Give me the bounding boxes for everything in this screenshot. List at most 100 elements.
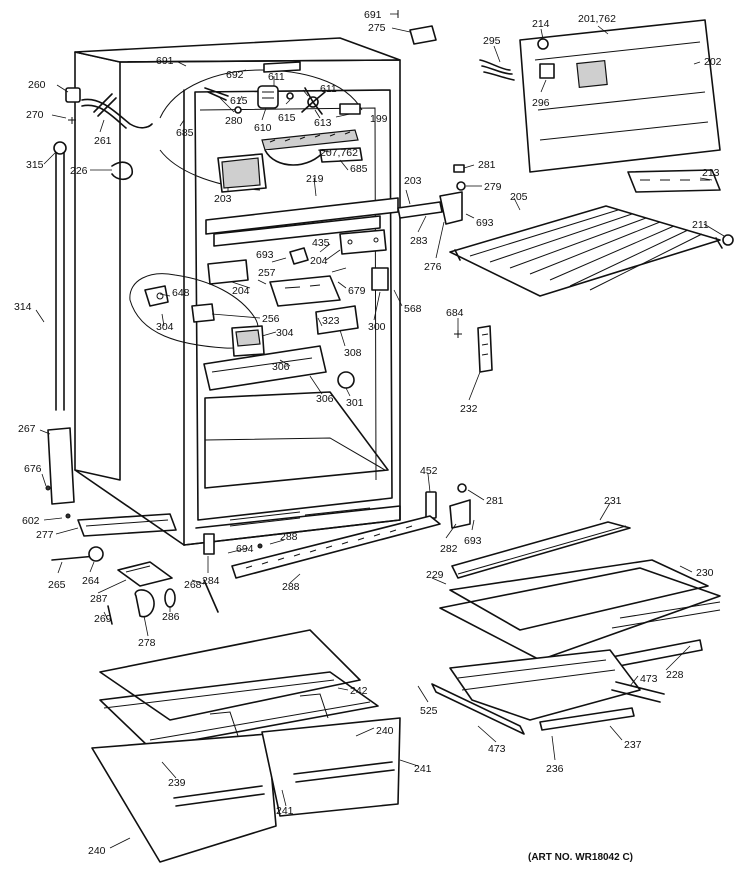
callout-label: 268 [184, 579, 202, 591]
glass-shelf [439, 521, 721, 683]
light-shield-panel [479, 19, 721, 193]
callout-label: 199 [370, 113, 388, 125]
callout-label: 265 [48, 579, 66, 591]
callout-label: 693 [256, 249, 274, 261]
callout-label: 676 [24, 463, 42, 475]
callout-label: 241 [276, 805, 294, 817]
callout-label: 256 [262, 313, 280, 325]
callout-label: 281 [486, 495, 504, 507]
callout-label: 279 [484, 181, 502, 193]
callout-label: 300 [368, 321, 386, 333]
callout-label: 648 [172, 287, 190, 299]
evaporator-parts [204, 61, 363, 193]
callout-label: 314 [14, 301, 32, 313]
callout-label: 260 [28, 79, 46, 91]
callout-label: 213 [702, 167, 720, 179]
callout-label: 473 [640, 673, 658, 685]
shelf-bracket [454, 325, 493, 373]
left-bottom-parts [45, 427, 219, 625]
callout-label: 304 [156, 321, 174, 333]
callout-label: 237 [624, 739, 642, 751]
callout-label: 219 [306, 173, 324, 185]
callout-label: 242 [350, 685, 368, 697]
callout-label: 207,762 [320, 147, 358, 159]
heater-cutout [129, 273, 259, 349]
callout-label: 284 [202, 575, 220, 587]
callout-label: 202 [704, 56, 722, 68]
callout-label: 277 [36, 529, 54, 541]
callout-label: 286 [162, 611, 180, 623]
callout-label: 610 [254, 122, 272, 134]
callout-label: 568 [404, 303, 422, 315]
callout-label: 281 [478, 159, 496, 171]
callout-label: 282 [440, 543, 458, 555]
callout-label: 304 [276, 327, 294, 339]
callout-label: 323 [322, 315, 340, 327]
callout-label: 283 [410, 235, 428, 247]
callout-label: 226 [70, 165, 88, 177]
callout-label: 691 [364, 9, 382, 21]
callout-label: 308 [344, 347, 362, 359]
callout-label: 525 [420, 705, 438, 717]
callout-label: 261 [94, 135, 112, 147]
tubing-assembly [53, 87, 153, 411]
base-grille [231, 515, 441, 579]
callout-label: 275 [368, 22, 386, 34]
callout-label: 615 [278, 112, 296, 124]
callout-label: 239 [168, 777, 186, 789]
leader-lines [35, 13, 725, 849]
callout-label: 270 [26, 109, 44, 121]
callout-label: 691 [156, 55, 174, 67]
callout-label: 693 [464, 535, 482, 547]
callout-label: 295 [483, 35, 501, 47]
callout-label: 203 [214, 193, 232, 205]
drawer-slide [431, 649, 665, 735]
callout-label: 287 [90, 593, 108, 605]
callout-label: 240 [88, 845, 106, 857]
callout-label: 602 [22, 515, 40, 527]
callout-label: 301 [346, 397, 364, 409]
callout-label: 693 [476, 217, 494, 229]
cabinet-shell [74, 37, 401, 546]
callout-label: 613 [314, 117, 332, 129]
callout-label: 214 [532, 18, 550, 30]
wire-shelf [449, 205, 734, 297]
callout-label: 211 [692, 219, 709, 231]
callout-label: 280 [225, 115, 243, 127]
callout-label: 452 [420, 465, 438, 477]
callout-label: 203 [404, 175, 422, 187]
callout-label: 229 [426, 569, 444, 581]
callout-label: 241 [414, 763, 432, 775]
callout-label: 473 [488, 743, 506, 755]
callout-label: 435 [312, 237, 330, 249]
hinge-parts [203, 10, 471, 555]
callout-label: 264 [82, 575, 100, 587]
callout-label: 230 [696, 567, 714, 579]
callout-label: 679 [348, 285, 366, 297]
callout-label: 276 [424, 261, 442, 273]
art-number: (ART NO. WR18042 C) [528, 852, 633, 863]
callout-label: 205 [510, 191, 528, 203]
callout-label: 269 [94, 613, 112, 625]
callout-label: 296 [532, 97, 550, 109]
callout-label: 257 [258, 267, 276, 279]
callout-label: 288 [282, 581, 300, 593]
callout-label: 315 [26, 159, 44, 171]
callout-label: 685 [350, 163, 368, 175]
callout-label: 228 [666, 669, 684, 681]
callout-label: 278 [138, 637, 156, 649]
callout-label: 240 [376, 725, 394, 737]
callout-label: 615 [230, 95, 248, 107]
callout-label: 267 [18, 423, 36, 435]
crisper-assembly [91, 629, 401, 863]
callout-label: 236 [546, 763, 564, 775]
callout-label: 288 [280, 531, 298, 543]
callout-label: 306 [272, 361, 290, 373]
callout-label: 611 [268, 71, 285, 83]
callout-label: 685 [176, 127, 194, 139]
callout-label: 201,762 [578, 13, 616, 25]
callout-label: 611 [320, 83, 337, 95]
callout-label: 684 [446, 307, 464, 319]
callout-label: 692 [226, 69, 244, 81]
